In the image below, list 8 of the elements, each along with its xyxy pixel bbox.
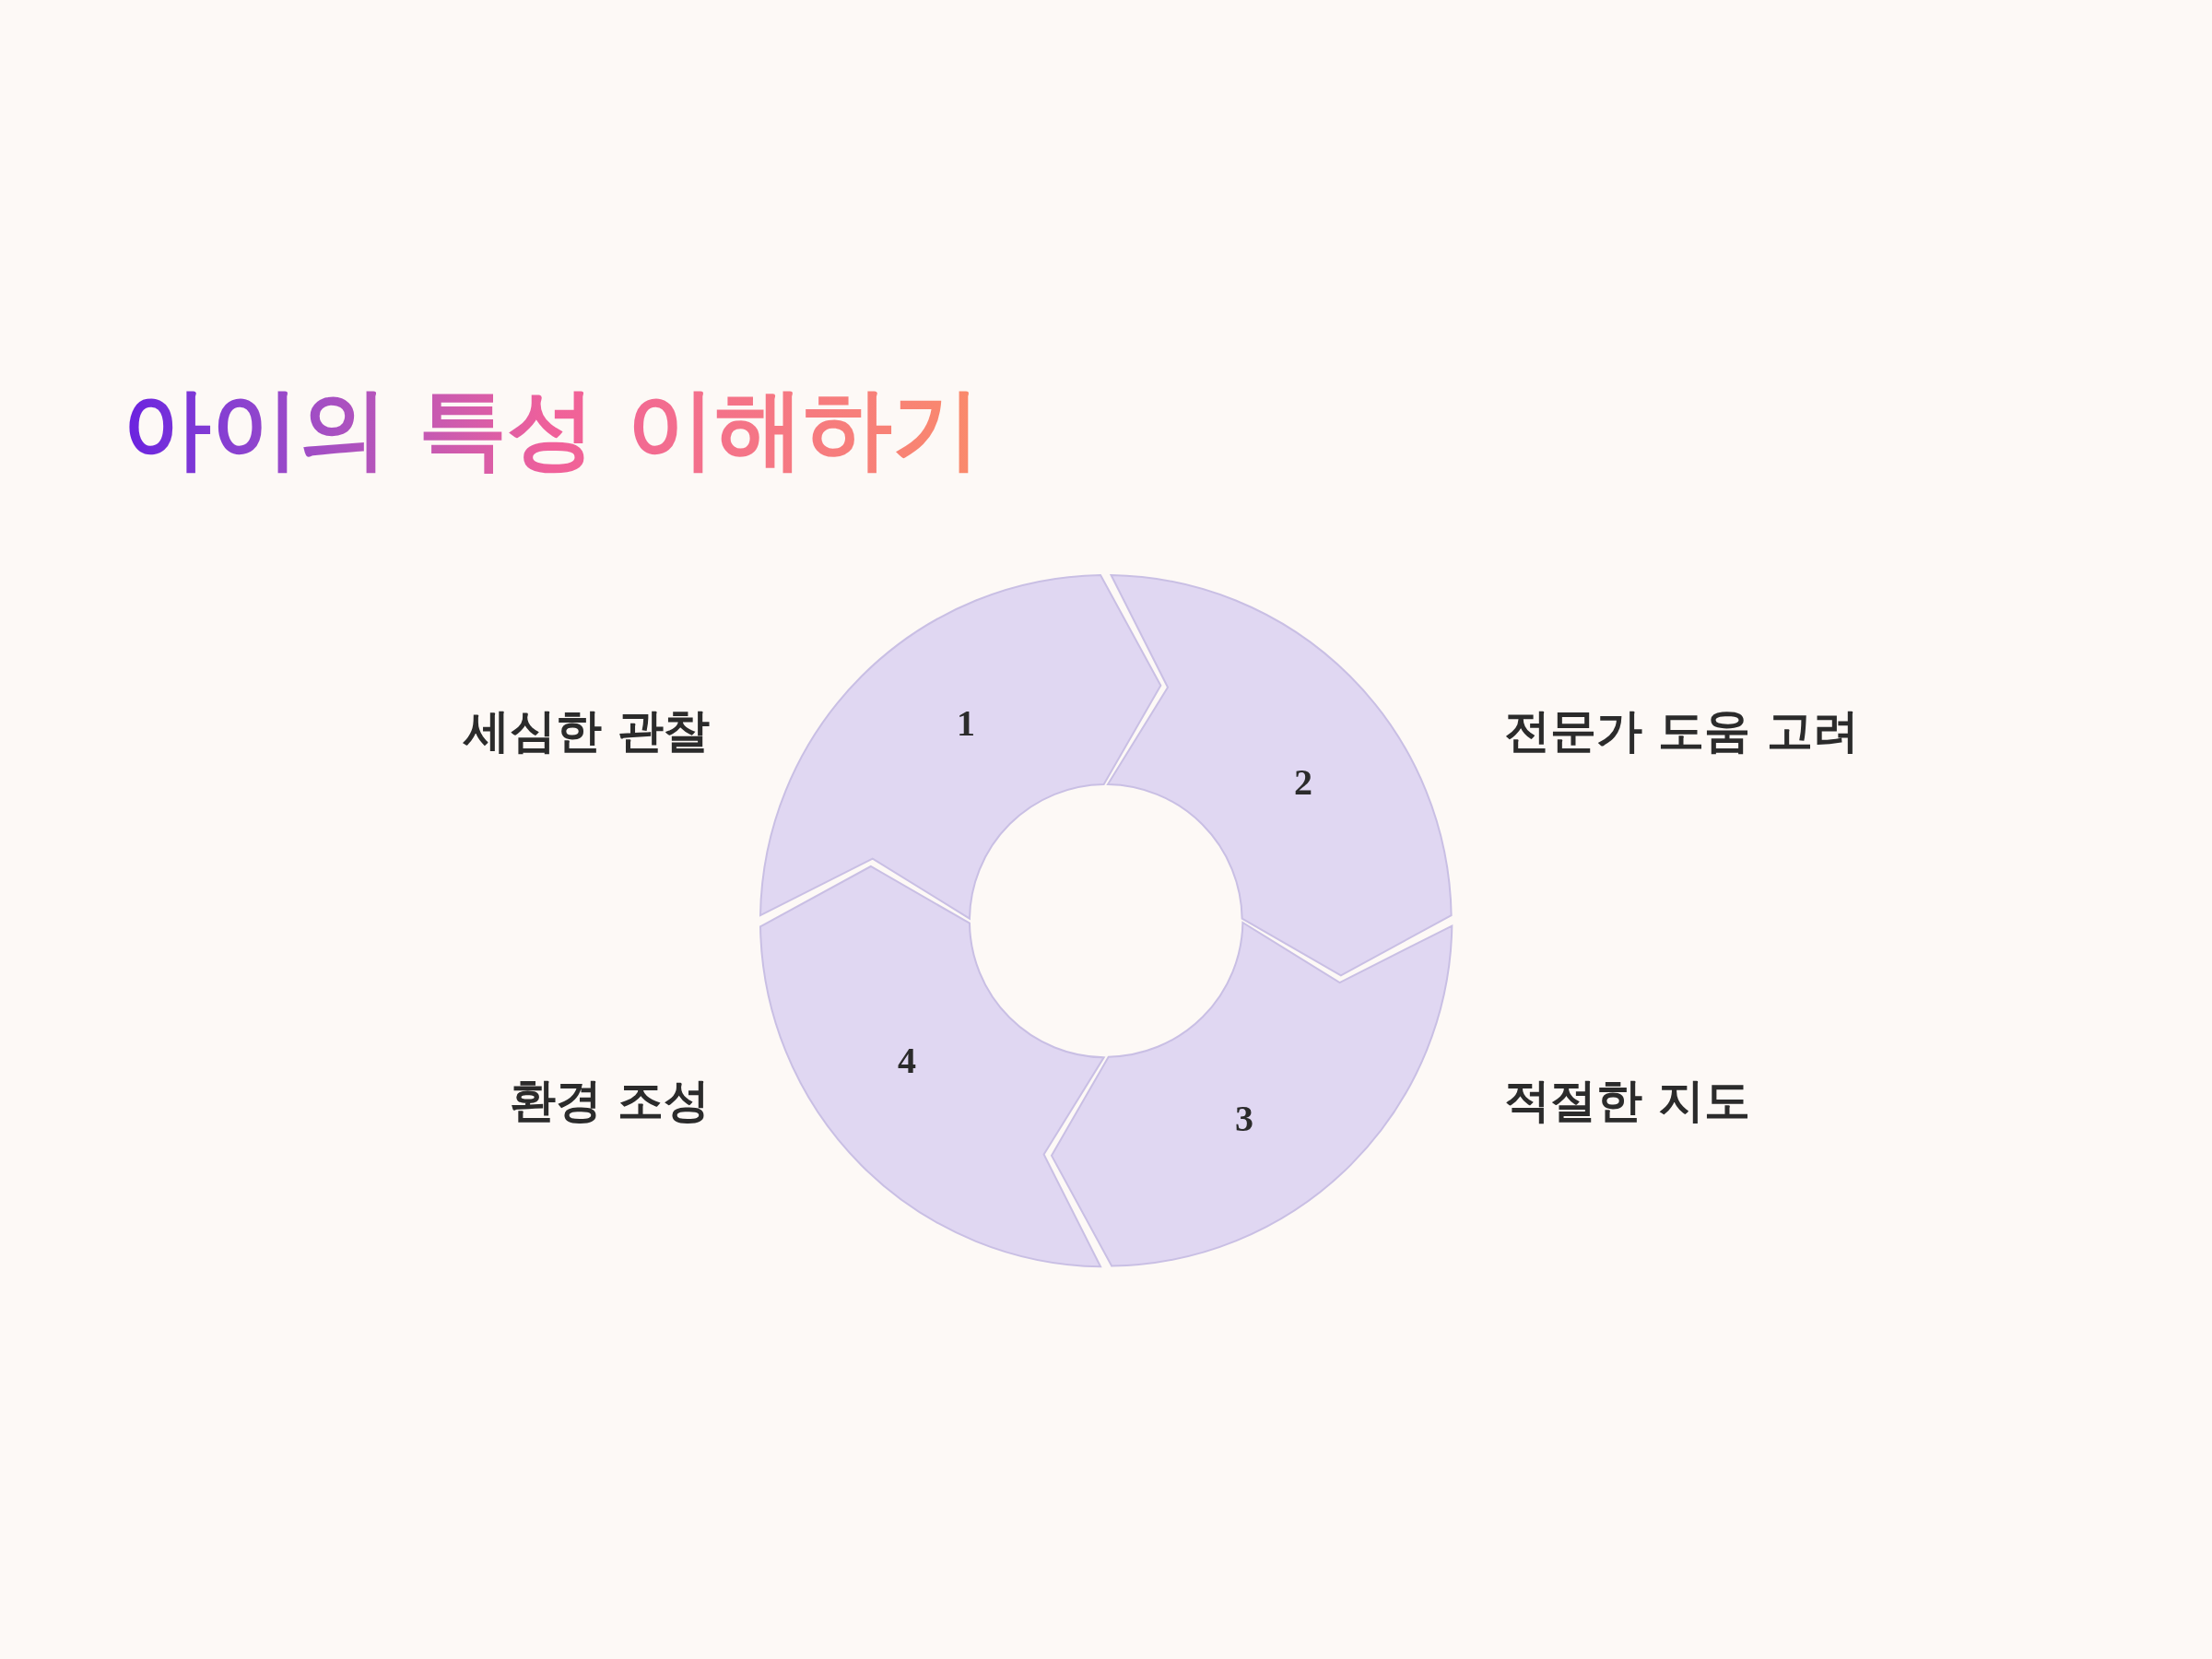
step-label: 세심한 관찰 <box>463 708 710 754</box>
step-label: 전문가 도움 고려 <box>1504 708 1859 754</box>
step-label: 적절한 지도 <box>1504 1077 1751 1124</box>
step-number: 4 <box>898 1042 916 1079</box>
step-number: 2 <box>1294 764 1312 801</box>
step-number: 1 <box>957 705 975 742</box>
step-number: 3 <box>1235 1100 1253 1137</box>
step-label: 환경 조성 <box>509 1077 710 1124</box>
